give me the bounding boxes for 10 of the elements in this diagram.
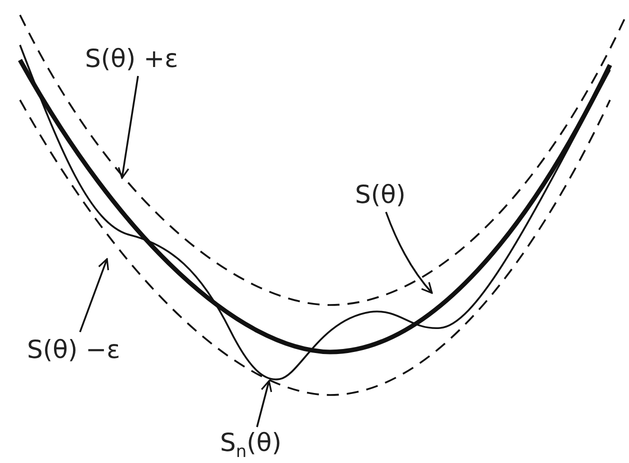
dashed-curve — [19, 100, 611, 396]
leader-arrow — [256, 380, 272, 428]
leader-arrow — [118, 76, 139, 179]
curve-label: S(θ) −ε — [27, 337, 120, 362]
curve-label: S(θ) — [355, 182, 406, 207]
curve-label: S(θ) +ε — [85, 46, 178, 71]
dashed-curve — [19, 14, 626, 306]
leader-arrow — [385, 212, 433, 294]
leader-arrow — [79, 258, 110, 332]
curve-label: S$_{n}$(θ) — [220, 430, 282, 461]
